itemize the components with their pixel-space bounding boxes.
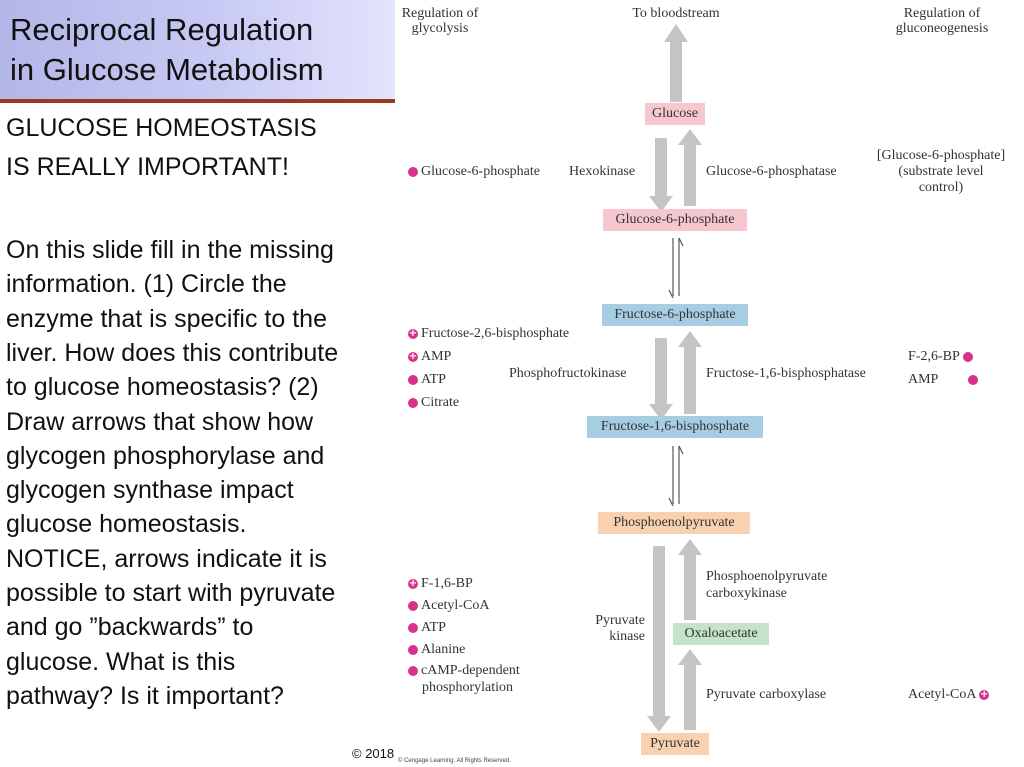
headline-line-2: IS REALLY IMPORTANT! xyxy=(6,153,289,181)
regulator-pc-acetyl-coa: Acetyl-CoA + xyxy=(908,687,990,702)
header-regulation-glycolysis: Regulation of glycolysis xyxy=(401,6,479,36)
body-text-line: glycogen synthase impact xyxy=(6,476,294,505)
body-text-line: to glucose homeostasis? (2) xyxy=(6,373,319,402)
regulator-pfk-atp: ATP xyxy=(408,372,446,388)
headline-line-1: GLUCOSE HOMEOSTASIS xyxy=(6,114,317,142)
copyright-cengage: © Cengage Learning. All Rights Reserved. xyxy=(398,758,511,764)
slide-title-bar: Reciprocal Regulation in Glucose Metabol… xyxy=(0,0,395,100)
arrow-pepck xyxy=(678,539,702,620)
inhibitor-icon xyxy=(408,665,418,676)
body-text-line: Draw arrows that show how xyxy=(6,407,314,436)
enzyme-phosphofructokinase: Phosphofructokinase xyxy=(509,366,627,381)
metabolite-fructose-1-6-bisphosphate: Fructose-1,6-bisphosphate xyxy=(587,416,763,438)
enzyme-fructose-1-6-bisphosphatase: Fructose-1,6-bisphosphatase xyxy=(706,366,866,381)
inhibitor-icon xyxy=(408,600,418,611)
regulator-pk-camp: cAMP-dependent phosphorylation xyxy=(408,662,520,696)
copyright: © 2018 xyxy=(352,746,395,761)
regulator-pfk-citrate: Citrate xyxy=(408,395,459,411)
body-text-line: glucose homeostasis. xyxy=(6,510,247,539)
activator-icon: + xyxy=(979,688,990,700)
slide-title-line-2: in Glucose Metabolism xyxy=(10,52,324,87)
arrow-fbpase xyxy=(678,331,702,414)
regulator-pk-alanine: Alanine xyxy=(408,642,465,658)
activator-icon: + xyxy=(408,327,418,339)
regulator-g6pase: [Glucose-6-phosphate] (substrate level c… xyxy=(876,148,1006,195)
inhibitor-icon xyxy=(408,166,418,177)
body-text-line: pathway? Is it important? xyxy=(6,681,284,710)
enzyme-pyruvate-kinase: Pyruvate kinase xyxy=(595,613,645,644)
regulator-fbpase-f26bp: F-2,6-BP xyxy=(908,349,976,365)
regulator-pfk-amp: +AMP xyxy=(408,349,452,364)
inhibitor-icon xyxy=(408,622,418,633)
body-text-line: possible to start with pyruvate xyxy=(6,579,336,607)
enzyme-glucose-6-phosphatase: Glucose-6-phosphatase xyxy=(706,164,837,179)
body-text-line: NOTICE, arrows indicate it is xyxy=(6,544,327,573)
activator-icon: + xyxy=(408,577,418,589)
arrow-g6pase xyxy=(678,129,702,206)
regulator-fbpase-amp: AMP xyxy=(908,372,981,388)
body-text-line: On this slide fill in the missing xyxy=(6,236,334,264)
body-text-line: information. (1) Circle the xyxy=(6,270,287,299)
arrow-pyruvate-carboxylase xyxy=(678,649,702,730)
metabolite-pyruvate: Pyruvate xyxy=(641,733,709,755)
arrow-f16bp-pep-equilibrium xyxy=(668,445,684,507)
regulator-pk-f16bp: +F-1,6-BP xyxy=(408,576,473,591)
header-regulation-gluconeogenesis: Regulation of gluconeogenesis xyxy=(895,6,989,36)
activator-icon: + xyxy=(408,350,418,362)
arrow-to-bloodstream xyxy=(664,24,688,102)
inhibitor-icon xyxy=(962,351,973,362)
inhibitor-icon xyxy=(968,374,979,385)
metabolite-phosphoenolpyruvate: Phosphoenolpyruvate xyxy=(598,512,750,534)
regulator-pk-acetyl-coa: Acetyl-CoA xyxy=(408,598,489,614)
metabolite-glucose: Glucose xyxy=(645,103,705,125)
enzyme-pyruvate-carboxylase: Pyruvate carboxylase xyxy=(706,687,827,702)
metabolite-glucose-6-phosphate: Glucose-6-phosphate xyxy=(603,209,747,231)
header-to-bloodstream: To bloodstream xyxy=(632,6,720,21)
enzyme-pepck: Phosphoenolpyruvate carboxykinase xyxy=(706,569,828,601)
arrow-hexokinase xyxy=(649,138,673,212)
title-divider xyxy=(0,99,395,103)
pathway-arrows xyxy=(647,24,702,732)
inhibitor-icon xyxy=(408,644,418,655)
body-text-line: glucose. What is this xyxy=(6,647,236,676)
metabolite-oxaloacetate: Oxaloacetate xyxy=(673,623,769,645)
inhibitor-icon xyxy=(408,374,418,385)
body-text-line: and go ”backwards” to xyxy=(6,613,254,642)
arrow-g6p-f6p-equilibrium xyxy=(668,237,684,299)
enzyme-hexokinase: Hexokinase xyxy=(569,164,636,179)
regulator-pfk-f26bp: +Fructose-2,6-bisphosphate xyxy=(408,326,570,341)
pathway-diagram: Regulation of glycolysis To bloodstream … xyxy=(395,0,1024,767)
arrow-pyruvate-kinase xyxy=(647,546,671,732)
body-text-line: liver. How does this contribute xyxy=(6,338,339,367)
regulator-pk-atp: ATP xyxy=(408,620,446,636)
arrow-pfk xyxy=(649,338,673,420)
metabolite-fructose-6-phosphate: Fructose-6-phosphate xyxy=(602,304,748,326)
regulator-hexokinase-g6p: Glucose-6-phosphate xyxy=(408,164,540,180)
body-text-line: glycogen phosphorylase and xyxy=(6,441,325,470)
inhibitor-icon xyxy=(408,397,418,408)
slide-title-line-1: Reciprocal Regulation xyxy=(10,12,314,47)
body-text-line: enzyme that is specific to the xyxy=(6,304,327,333)
